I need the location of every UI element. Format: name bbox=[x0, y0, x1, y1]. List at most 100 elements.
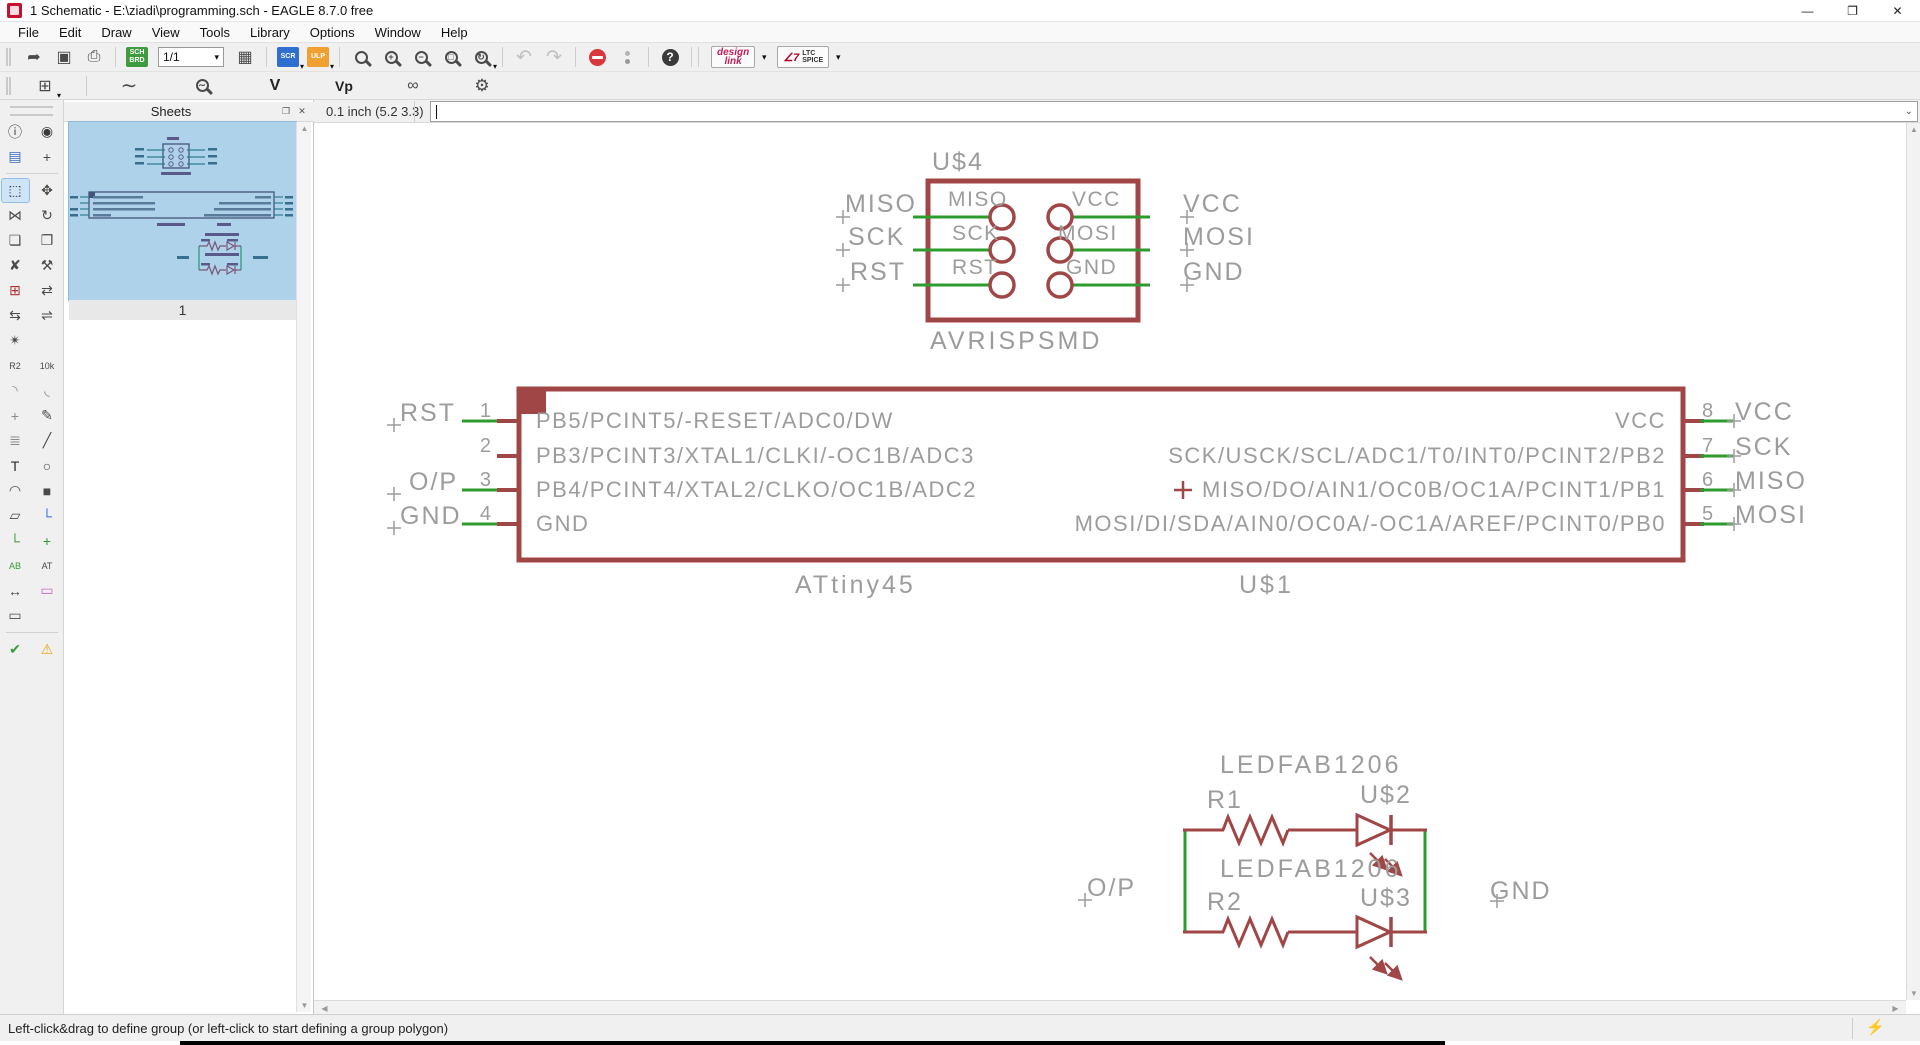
net-label[interactable]: MISO bbox=[1735, 467, 1807, 495]
rotate-tool[interactable]: ↻ bbox=[41, 207, 53, 223]
design-link-caret[interactable]: ▾ bbox=[761, 51, 767, 62]
net-label[interactable]: RST bbox=[400, 399, 456, 427]
name-tool[interactable]: R2 bbox=[9, 360, 21, 371]
designator-label[interactable]: U$3 bbox=[1360, 884, 1412, 912]
wire-tool[interactable]: ╱ bbox=[42, 432, 52, 448]
menu-item[interactable]: Help bbox=[440, 24, 468, 40]
designator-label[interactable]: U$4 bbox=[932, 148, 984, 176]
scroll-up-icon[interactable]: ▲ bbox=[1910, 125, 1918, 134]
script-button[interactable]: SCR bbox=[276, 45, 304, 71]
net-label[interactable]: SCK bbox=[1735, 433, 1793, 461]
chevron-down-icon[interactable]: ⌄ bbox=[1904, 106, 1913, 117]
toolbar-handle[interactable] bbox=[6, 48, 11, 66]
gear-icon[interactable]: ⚙ bbox=[474, 75, 490, 95]
smash-tool[interactable]: ✴ bbox=[9, 332, 21, 348]
value-label[interactable]: ATtiny45 bbox=[795, 571, 916, 599]
dimension-tool[interactable]: ▭ bbox=[40, 582, 54, 598]
menu-item[interactable]: Tools bbox=[199, 24, 231, 40]
zoom-redraw-button[interactable]: ↻ bbox=[469, 45, 497, 71]
ripup-tool[interactable]: ↔ bbox=[8, 582, 22, 599]
net-tool[interactable]: └ bbox=[10, 532, 20, 549]
erc-check-icon[interactable]: ✔ bbox=[9, 641, 21, 657]
menu-item[interactable]: Options bbox=[309, 24, 355, 40]
print-button[interactable]: ⎙ bbox=[87, 48, 101, 65]
simulate-wave-button[interactable]: ∼ bbox=[120, 75, 138, 97]
menu-item[interactable]: Edit bbox=[58, 24, 82, 40]
design-link-button[interactable]: design link bbox=[711, 46, 756, 68]
redo-button[interactable]: ↷ bbox=[546, 46, 562, 68]
pinswap-tool[interactable]: ⇄ bbox=[41, 282, 53, 298]
grid-button[interactable]: ⊞ bbox=[33, 74, 61, 100]
canvas-horizontal-scrollbar[interactable]: ◀ ▶ bbox=[314, 1000, 1906, 1014]
technology-tool[interactable]: ≣ bbox=[9, 432, 21, 448]
net-label[interactable]: RST bbox=[850, 258, 906, 286]
ltc-spice-caret[interactable]: ▾ bbox=[835, 51, 841, 62]
change-tool[interactable]: ⚒ bbox=[40, 257, 54, 273]
layer-settings-button[interactable]: ▦ bbox=[237, 49, 253, 66]
group-select-tool[interactable]: ⬚ bbox=[0, 178, 30, 203]
dock-handle[interactable] bbox=[10, 106, 53, 116]
schematic-canvas[interactable]: U$4 MISO SCK RST VCC MOSI GND MISO SCK R… bbox=[314, 123, 1906, 1000]
menu-item[interactable]: Draw bbox=[101, 24, 132, 40]
menu-item[interactable]: Window bbox=[374, 24, 421, 40]
scroll-right-icon[interactable]: ▶ bbox=[1892, 1004, 1899, 1013]
scroll-down-icon[interactable]: ▼ bbox=[1910, 989, 1918, 998]
designator-label[interactable]: R1 bbox=[1207, 786, 1243, 814]
scroll-down-icon[interactable]: ▼ bbox=[300, 1001, 309, 1010]
component-u1-attiny45[interactable] bbox=[387, 386, 1741, 563]
net-label[interactable]: MOSI bbox=[1735, 501, 1807, 529]
designator-label[interactable]: R2 bbox=[1207, 888, 1243, 916]
canvas-vertical-scrollbar[interactable]: ▲ ▼ bbox=[1906, 123, 1920, 1000]
zoom-in-button[interactable]: + bbox=[379, 45, 403, 69]
sheet-selector[interactable]: 1/1 ▾ bbox=[158, 47, 224, 67]
ltc-spice-button[interactable]: ∠7 LTC SPICE bbox=[777, 46, 830, 68]
junction-tool[interactable]: + bbox=[42, 532, 52, 549]
toolbar2-handle[interactable] bbox=[6, 76, 11, 95]
designator-label[interactable]: U$2 bbox=[1360, 781, 1412, 809]
led-resistor-network[interactable] bbox=[1078, 812, 1504, 981]
spacer[interactable] bbox=[34, 329, 61, 352]
net-label[interactable]: VCC bbox=[1183, 190, 1242, 218]
label-tool[interactable]: AB bbox=[8, 560, 21, 571]
net-label[interactable]: SCK bbox=[848, 223, 906, 251]
copy-tool[interactable]: ❏ bbox=[8, 232, 22, 248]
probe-vp-button[interactable]: Vp bbox=[335, 77, 353, 94]
zoom-select-button[interactable]: □ bbox=[439, 45, 463, 69]
errors-icon[interactable]: ⚠ bbox=[40, 641, 54, 657]
frame-tool[interactable]: ▭ bbox=[8, 607, 22, 623]
sch-brd-toggle[interactable]: SCH BRD bbox=[125, 45, 149, 69]
invoke-tool[interactable]: ✎ bbox=[41, 407, 53, 423]
circle-tool[interactable]: ○ bbox=[42, 457, 52, 474]
zoom-fit-button[interactable] bbox=[349, 45, 373, 69]
value-label[interactable]: AVRISPSMD bbox=[930, 327, 1103, 355]
value-label[interactable]: LEDFAB1206 bbox=[1220, 751, 1402, 779]
net-label[interactable]: O/P bbox=[409, 468, 459, 496]
zoom-out-button[interactable]: − bbox=[409, 45, 433, 69]
info-icon[interactable]: ⓘ bbox=[8, 123, 22, 140]
net-label[interactable]: GND bbox=[1183, 258, 1245, 286]
attribute-tool[interactable]: AT bbox=[41, 560, 53, 571]
move-tool[interactable]: ✥ bbox=[41, 182, 53, 198]
probe-zoom-button[interactable]: ∼ bbox=[190, 74, 214, 98]
menu-item[interactable]: File bbox=[18, 24, 39, 40]
menu-item[interactable]: Library bbox=[250, 24, 290, 40]
rect-tool[interactable]: ■ bbox=[42, 482, 52, 499]
value-tool[interactable]: 10k bbox=[39, 360, 55, 371]
polygon-tool[interactable]: ▱ bbox=[9, 507, 21, 523]
sheet-thumbnail[interactable] bbox=[68, 121, 297, 301]
scroll-up-icon[interactable]: ▲ bbox=[300, 124, 309, 133]
command-input[interactable]: ⌄ bbox=[430, 101, 1918, 122]
net-label[interactable]: GND bbox=[1490, 877, 1552, 905]
ulp-button[interactable]: ULP bbox=[306, 45, 334, 71]
designator-label[interactable]: U$1 bbox=[1239, 571, 1294, 599]
net-label[interactable]: MOSI bbox=[1183, 223, 1255, 251]
net-label[interactable]: O/P bbox=[1087, 874, 1137, 902]
delete-tool[interactable]: ✘ bbox=[9, 257, 21, 273]
sheet-number-label[interactable]: 1 bbox=[69, 300, 296, 320]
bus-tool[interactable]: └ bbox=[42, 507, 52, 524]
miter-tool[interactable]: ◝ bbox=[12, 382, 18, 398]
net-label[interactable]: VCC bbox=[1735, 398, 1794, 426]
paste-tool[interactable]: ❐ bbox=[40, 232, 54, 248]
net-label[interactable]: MISO bbox=[845, 190, 917, 218]
arc-tool[interactable]: ◠ bbox=[8, 482, 22, 498]
